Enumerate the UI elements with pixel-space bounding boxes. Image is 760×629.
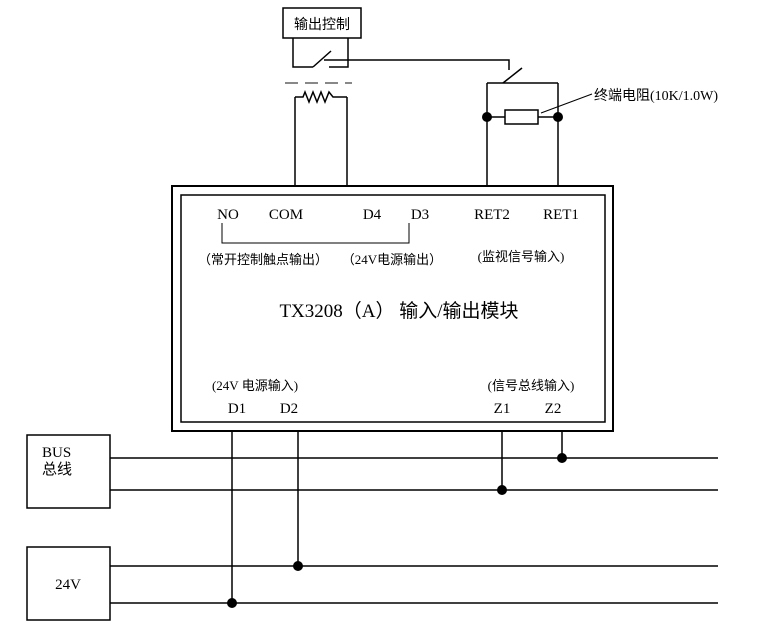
bus-box-label-line2: 总线 <box>42 461 72 478</box>
terminal-resistor-block: 终端电阻(10K/1.0W) <box>482 67 718 186</box>
terminal-z1: Z1 <box>494 401 511 417</box>
wire-control-right-lead <box>329 38 349 68</box>
annotation-d4-d3: （24V电源输出） <box>342 252 442 267</box>
wire-control-to-monitor <box>324 59 510 70</box>
terminal-d3: D3 <box>411 207 429 223</box>
module-title: TX3208（A） 输入/输出模块 <box>279 300 518 322</box>
annotation-no-com: （常开控制触点输出） <box>198 252 328 267</box>
relay-coil-icon <box>295 89 347 105</box>
terminal-d4: D4 <box>363 207 382 223</box>
resistor-label-leader <box>540 93 593 114</box>
bus-source-block: BUS 总线 <box>26 434 111 509</box>
output-control-box <box>282 7 362 39</box>
bus-box <box>26 434 111 509</box>
terminal-ret2: RET2 <box>474 207 510 223</box>
junction-dot-z2 <box>557 453 567 463</box>
annotation-z1-z2: (信号总线输入) <box>488 378 575 393</box>
terminal-ret1: RET1 <box>543 207 579 223</box>
junction-dot-z1 <box>497 485 507 495</box>
terminal-d2: D2 <box>280 401 298 417</box>
annotation-d1-d2: (24V 电源输入) <box>212 378 298 393</box>
terminal-com: COM <box>269 207 303 223</box>
terminal-group-bracket <box>221 223 410 244</box>
power-box-label: 24V <box>55 577 81 593</box>
bus-box-label-line1: BUS <box>42 445 71 461</box>
terminal-d1: D1 <box>228 401 246 417</box>
control-switch-blade-icon <box>312 50 332 68</box>
junction-dot-d2 <box>293 561 303 571</box>
annotation-ret: (监视信号输入) <box>478 249 565 264</box>
terminal-z2: Z2 <box>545 401 562 417</box>
output-control-label: 输出控制 <box>294 17 350 33</box>
terminal-resistor-label: 终端电阻(10K/1.0W) <box>594 88 718 104</box>
power-source-block: 24V <box>26 546 111 621</box>
bottom-wiring <box>110 431 718 608</box>
junction-dot-ret1 <box>553 112 563 122</box>
terminal-resistor-icon <box>504 109 539 125</box>
monitor-switch-blade-icon <box>502 67 523 84</box>
junction-dot-ret2 <box>482 112 492 122</box>
module-block: NO COM D4 D3 RET2 RET1 （常开控制触点输出） （24V电源… <box>171 185 614 432</box>
terminal-no: NO <box>217 207 239 223</box>
output-control-block: 输出控制 <box>282 7 510 186</box>
wire-control-left-lead <box>292 38 313 68</box>
junction-dot-d1 <box>227 598 237 608</box>
power-box <box>26 546 111 621</box>
module-inner-border <box>180 194 606 423</box>
